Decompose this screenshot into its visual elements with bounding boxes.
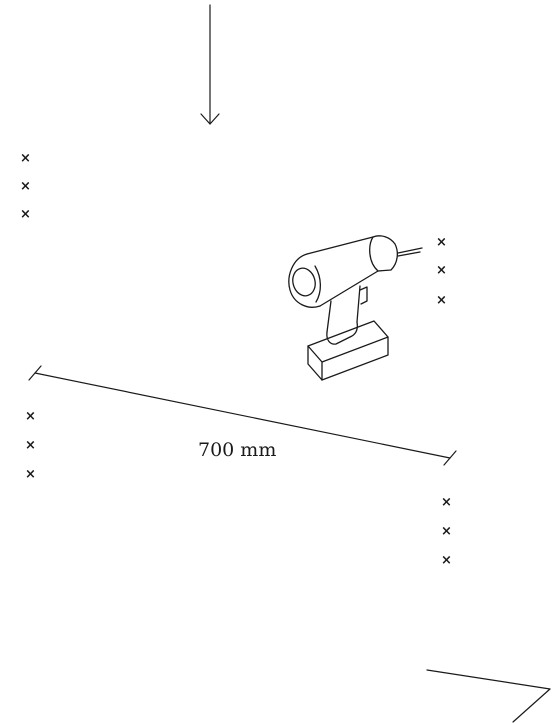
marker: × <box>20 179 31 194</box>
marker: × <box>436 293 447 308</box>
floor-plane-corner <box>426 669 551 723</box>
marker: × <box>441 553 452 568</box>
marker: × <box>436 263 447 278</box>
marker-group-lower-left: × × × <box>25 409 36 482</box>
marker: × <box>25 409 36 424</box>
cordless-drill-icon <box>288 235 423 381</box>
marker: × <box>441 524 452 539</box>
marker: × <box>20 207 31 222</box>
dimension-label: 700 mm <box>198 439 276 461</box>
marker: × <box>441 495 452 510</box>
marker: × <box>25 438 36 453</box>
marker-group-top-left: × × × <box>20 151 31 222</box>
down-arrow-icon <box>200 4 220 125</box>
marker: × <box>25 467 36 482</box>
marker-group-drill-right: × × × <box>436 235 447 308</box>
marker-group-lower-right: × × × <box>441 495 452 568</box>
dimension-line <box>28 365 457 466</box>
marker: × <box>436 235 447 250</box>
marker: × <box>20 151 31 166</box>
